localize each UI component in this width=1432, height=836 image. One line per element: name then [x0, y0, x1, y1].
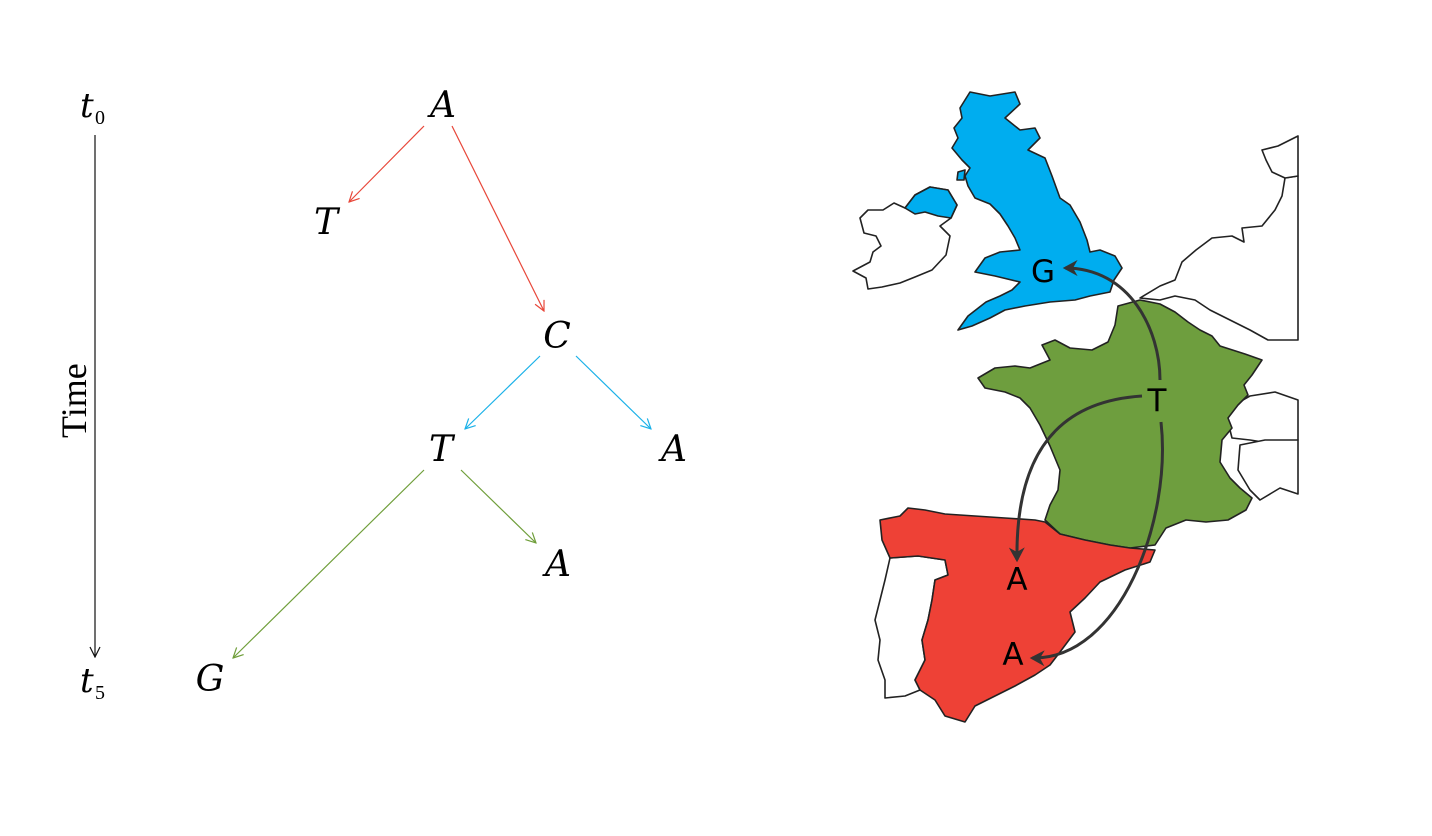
node-root: A	[427, 85, 456, 126]
node-mid: C	[543, 316, 571, 357]
time-axis: t 0 Time t 5	[54, 86, 105, 704]
node-left-leaf: T	[314, 202, 341, 243]
map-label-uk: G	[1031, 254, 1055, 290]
europe-map	[852, 91, 1299, 723]
time-end-label: t	[80, 661, 94, 701]
time-start-subscript: 0	[95, 107, 105, 129]
time-end-subscript: 5	[95, 682, 105, 704]
edge-t-to-g	[233, 469, 425, 658]
node-inner-a: A	[542, 544, 571, 585]
time-start-label: t	[80, 86, 94, 126]
migration-arrows	[1008, 260, 1164, 667]
edge-c-to-t	[465, 355, 541, 429]
italy-outline	[1237, 439, 1299, 501]
node-leaf-g: G	[196, 659, 225, 700]
node-inner-t: T	[429, 429, 456, 470]
arrow-t-to-a-north	[1008, 394, 1143, 563]
northern-ireland	[904, 186, 958, 219]
denmark-outline	[1261, 135, 1299, 179]
arrow-t-to-a-south	[1029, 421, 1164, 667]
map-label-spain-south: A	[1002, 637, 1023, 673]
great-britain	[951, 91, 1123, 331]
map-label-france: T	[1147, 383, 1168, 419]
phylogenetic-tree: A T C T A A G	[196, 85, 687, 700]
map-label-spain-north: A	[1006, 562, 1027, 598]
map-labels: G T A A	[1002, 254, 1167, 673]
edge-root-to-t	[349, 125, 425, 202]
benelux-outline	[1139, 175, 1299, 341]
edge-c-to-a	[575, 355, 651, 429]
spain	[879, 507, 1156, 723]
arrow-t-to-g	[1062, 260, 1162, 381]
time-axis-label: Time	[54, 363, 94, 438]
edge-t-to-a	[460, 469, 536, 543]
edge-root-to-c	[451, 125, 544, 311]
scottish-island	[956, 169, 966, 181]
france	[977, 299, 1263, 549]
node-right-a: A	[658, 429, 687, 470]
